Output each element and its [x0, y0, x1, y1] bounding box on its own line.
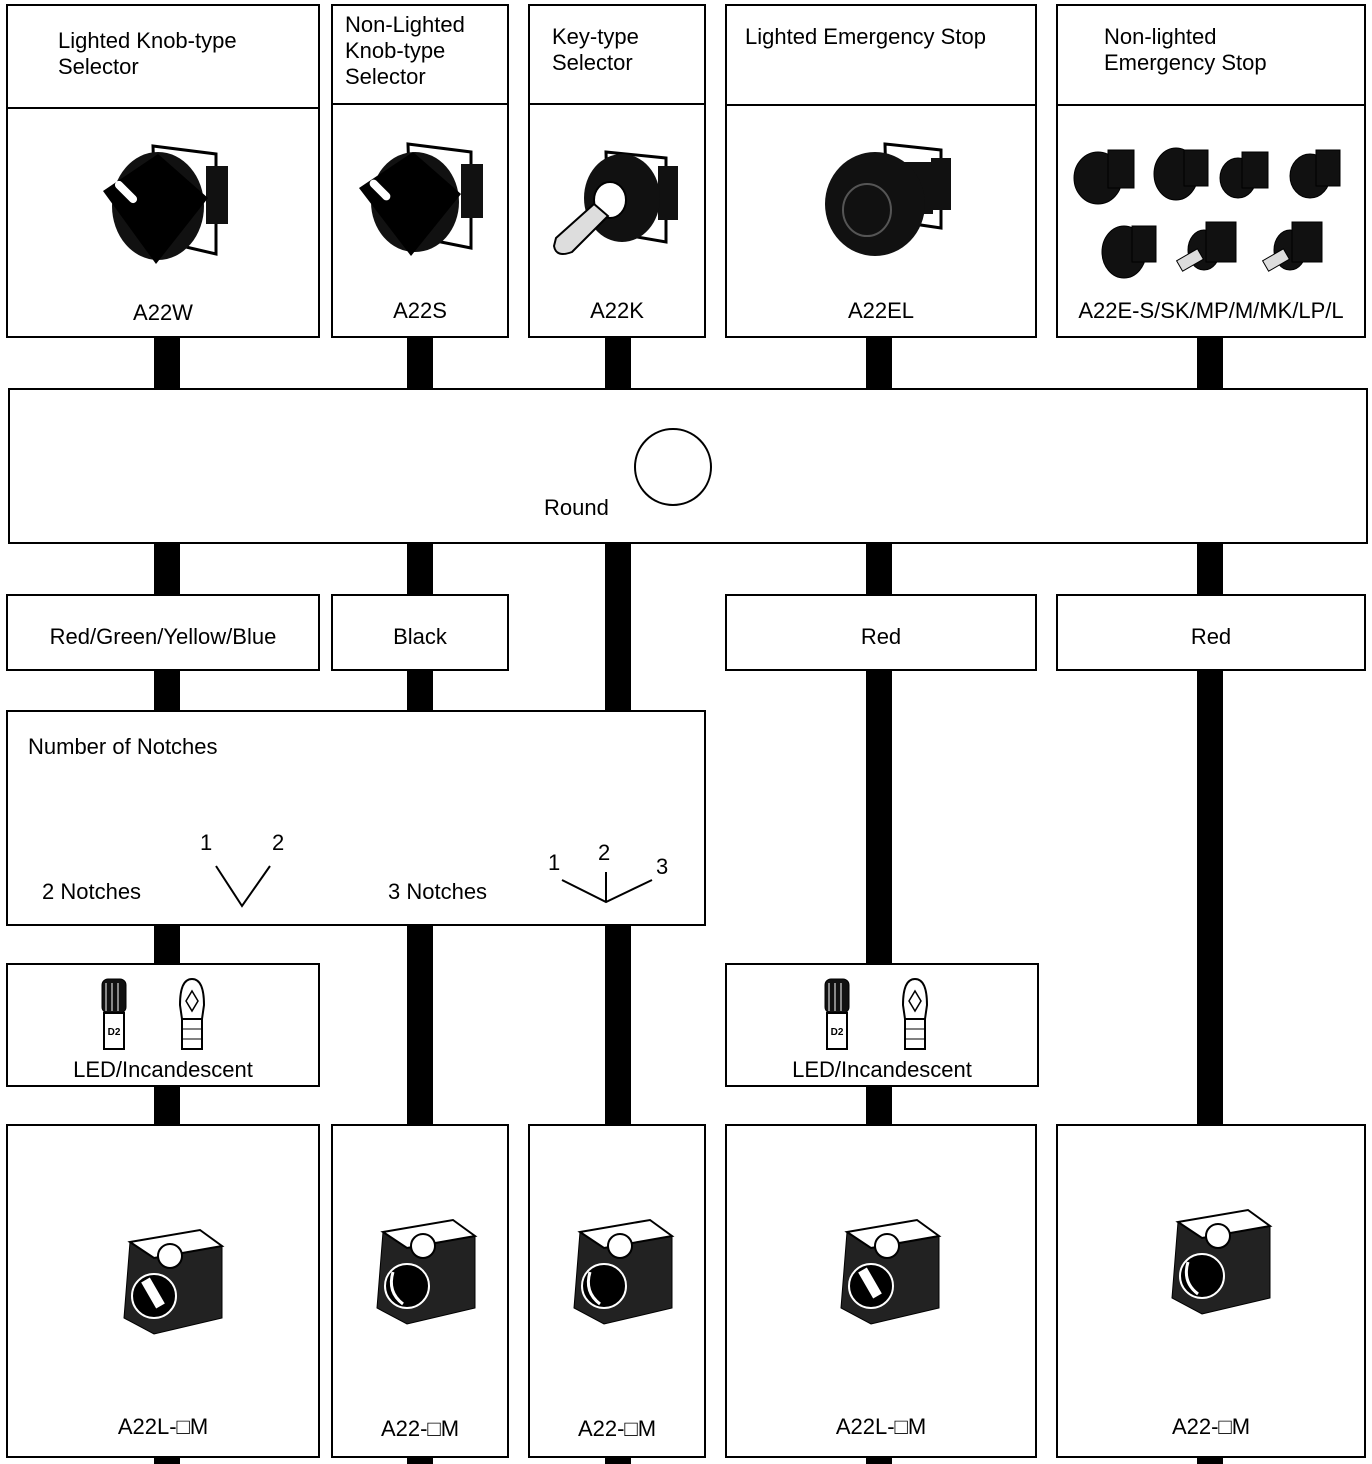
notch-position: 1: [200, 830, 213, 855]
contact-block-image: [840, 1218, 942, 1325]
unit-box: A22-□M: [331, 1124, 509, 1458]
color-box: Red: [725, 594, 1037, 671]
color-box: Black: [331, 594, 509, 671]
unit-box: A22-□M: [528, 1124, 706, 1458]
notch-position: 1: [548, 850, 561, 875]
operator-model: A22S: [393, 298, 447, 323]
operator-title: Lighted Knob-type Selector: [58, 28, 237, 79]
notches-box: Number of Notches 2 Notches 3 Notches 1 …: [6, 710, 706, 926]
unit-model: A22L-□M: [117, 1414, 209, 1439]
unit-box: A22-□M: [1056, 1124, 1366, 1458]
unit-box: A22L-□M: [6, 1124, 320, 1458]
contact-block-image: [123, 1228, 225, 1335]
operator-model: A22K: [590, 298, 644, 323]
notches-title: Number of Notches: [28, 734, 218, 759]
operator-box-lighted-knob: Lighted Knob-type Selector A22W: [6, 4, 320, 338]
unit-box: A22L-□M: [725, 1124, 1037, 1458]
lamp-box: D2 LED/Incandescent: [6, 963, 320, 1087]
color-label: Red: [860, 624, 902, 649]
led-mark: D2: [831, 1027, 844, 1038]
knob-selector-image: [103, 144, 228, 264]
color-label: Black: [393, 624, 447, 649]
unit-model: A22-□M: [577, 1416, 657, 1441]
operator-title: Key-type Selector: [552, 24, 639, 75]
incandescent-lamp-icon: [901, 977, 929, 1050]
three-notches-label: 3 Notches: [388, 879, 488, 904]
shape-box: Round: [8, 388, 1368, 544]
color-box: Red/Green/Yellow/Blue: [6, 594, 320, 671]
notch-position: 2: [272, 830, 285, 855]
two-notches-label: 2 Notches: [42, 879, 142, 904]
operator-title: Non-lighted Emergency Stop: [1104, 24, 1267, 75]
key-selector-image: [552, 150, 678, 255]
operator-box-non-lighted-knob: Non-Lighted Knob-type Selector A22S: [331, 4, 509, 338]
operator-model: A22E-S/SK/MP/M/MK/LP/L: [1078, 298, 1344, 323]
lamp-label: LED/Incandescent: [792, 1057, 972, 1082]
two-notch-diagram: [215, 865, 271, 908]
color-label: Red: [1190, 624, 1232, 649]
round-shape-icon: [634, 428, 712, 506]
contact-block-image: [1171, 1208, 1273, 1315]
contact-block-image: [376, 1218, 478, 1325]
led-mark: D2: [108, 1027, 121, 1038]
led-lamp-icon: D2: [824, 978, 850, 1050]
color-label: Red/Green/Yellow/Blue: [49, 624, 277, 649]
notch-position: 2: [598, 840, 611, 865]
estop-image: [825, 142, 951, 256]
operator-box-lighted-estop: Lighted Emergency Stop A22EL: [725, 4, 1037, 338]
estop-family-image: [1073, 147, 1341, 279]
contact-block-image: [573, 1218, 675, 1325]
operator-box-key-selector: Key-type Selector A22K: [528, 4, 706, 338]
three-notch-diagram: [561, 872, 653, 904]
shape-label: Round: [544, 495, 609, 520]
color-box: Red: [1056, 594, 1366, 671]
led-lamp-icon: D2: [101, 978, 127, 1050]
notch-position: 3: [656, 854, 669, 879]
unit-model: A22-□M: [1171, 1414, 1251, 1439]
lamp-box: D2 LED/Incandescent: [725, 963, 1039, 1087]
operator-model: A22EL: [847, 298, 915, 323]
operator-title: Non-Lighted Knob-type Selector: [345, 12, 465, 89]
operator-box-non-lighted-estop: Non-lighted Emergency Stop A22E-S/SK/MP/…: [1056, 4, 1366, 338]
operator-model: A22W: [133, 300, 193, 325]
lamp-label: LED/Incandescent: [73, 1057, 253, 1082]
operator-title: Lighted Emergency Stop: [745, 24, 986, 49]
knob-selector-image: [359, 142, 483, 256]
unit-model: A22L-□M: [835, 1414, 927, 1439]
incandescent-lamp-icon: [178, 977, 206, 1050]
unit-model: A22-□M: [380, 1416, 460, 1441]
